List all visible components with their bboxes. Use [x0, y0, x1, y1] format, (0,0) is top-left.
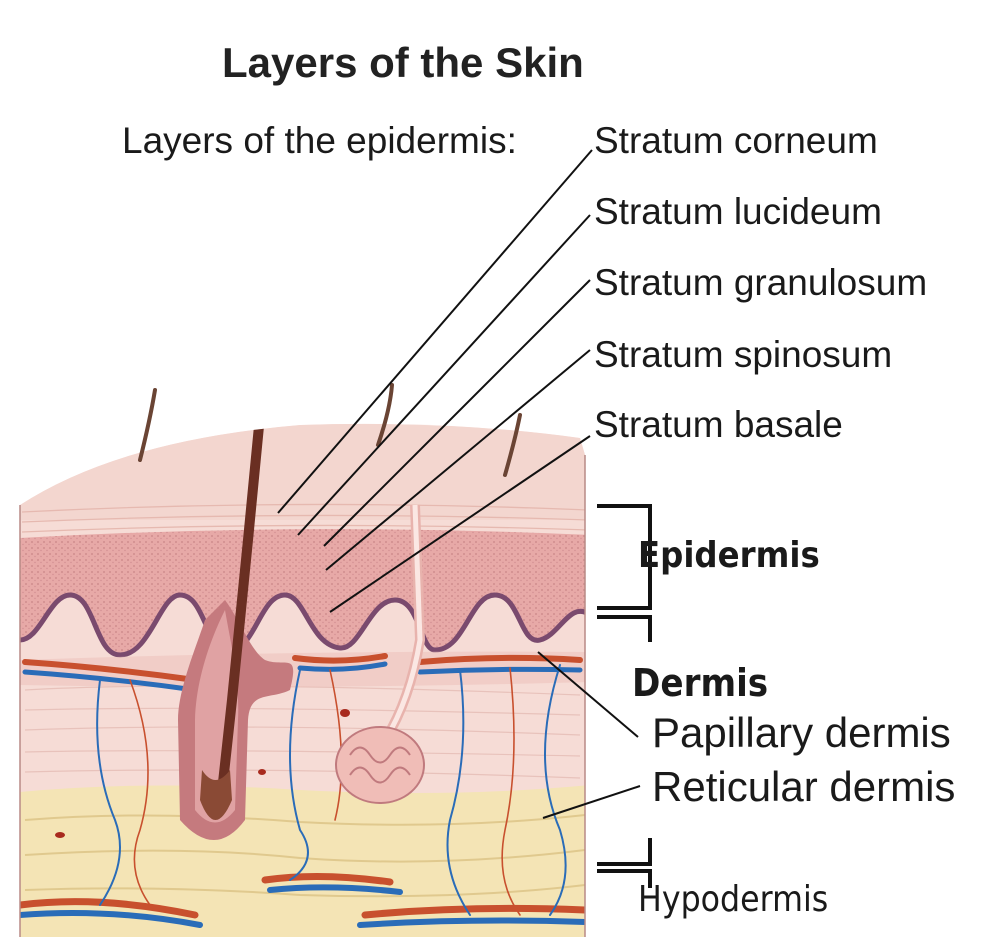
diagram-title: Layers of the Skin [222, 42, 584, 84]
label-stratum-spinosum: Stratum spinosum [594, 336, 892, 373]
label-papillary-dermis: Papillary dermis [652, 712, 951, 754]
label-stratum-granulosum: Stratum granulosum [594, 264, 927, 301]
bracket-dermis-bottom [597, 838, 650, 864]
label-stratum-basale: Stratum basale [594, 406, 843, 443]
bracket-dermis [597, 617, 650, 642]
label-reticular-dermis: Reticular dermis [652, 766, 955, 808]
label-epidermis: Epidermis [638, 538, 820, 574]
label-hypodermis: Hypodermis [638, 882, 828, 918]
epidermis-layers-heading: Layers of the epidermis: [122, 122, 517, 159]
label-stratum-corneum: Stratum corneum [594, 122, 878, 159]
label-dermis: Dermis [632, 664, 768, 702]
label-stratum-lucideum: Stratum lucideum [594, 193, 882, 230]
